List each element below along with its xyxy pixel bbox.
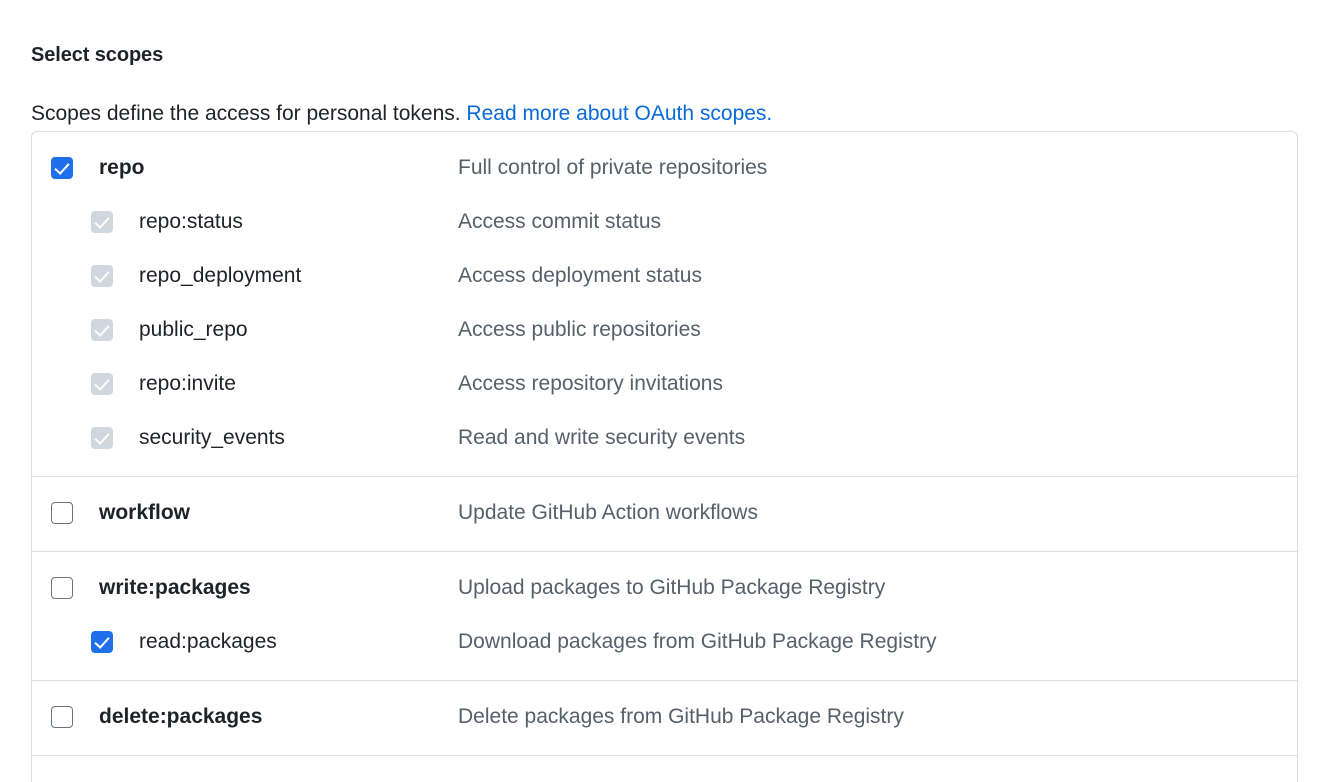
oauth-scopes-doc-link[interactable]: Read more about OAuth scopes. xyxy=(466,102,773,125)
scope-name-label: repo xyxy=(99,156,145,179)
scope-row[interactable]: public_repo Access public repositories xyxy=(32,303,1297,357)
scope-name-label: write:packages xyxy=(99,576,251,599)
scope-row[interactable]: repo Full control of private repositories xyxy=(32,141,1297,195)
scope-name-label: workflow xyxy=(99,501,191,524)
scope-name-label: read:packages xyxy=(139,630,277,653)
scope-description: Read and write security events xyxy=(458,426,746,449)
page-description-text: Scopes define the access for personal to… xyxy=(31,102,467,125)
page-title: Select scopes xyxy=(31,43,164,66)
scope-row[interactable]: repo_deployment Access deployment status xyxy=(32,249,1297,303)
scope-description: Update GitHub Action workflows xyxy=(458,501,758,524)
scope-name-label: security_events xyxy=(139,426,285,449)
scope-description: Full control of private repositories xyxy=(458,156,768,179)
scope-checkbox-delete:packages[interactable] xyxy=(51,706,73,728)
scope-checkbox-repo:status xyxy=(91,211,113,233)
scope-checkbox-read:packages[interactable] xyxy=(91,631,113,653)
scope-checkbox-write:packages[interactable] xyxy=(51,577,73,599)
scope-description: Access repository invitations xyxy=(458,372,723,395)
scope-row[interactable]: delete:packages Delete packages from GitH… xyxy=(32,690,1297,744)
scope-checkbox-workflow[interactable] xyxy=(51,502,73,524)
scope-description: Upload packages to GitHub Package Regist… xyxy=(458,576,886,599)
scope-row[interactable]: security_events Read and write security e… xyxy=(32,411,1297,465)
scope-description: Access public repositories xyxy=(458,318,701,341)
scope-name-label: repo:status xyxy=(139,210,243,233)
scope-name-label: repo_deployment xyxy=(139,264,302,287)
scope-description: Download packages from GitHub Package Re… xyxy=(458,630,937,653)
scope-row[interactable]: read:packages Download packages from GitH… xyxy=(32,615,1297,669)
scope-group: write:packages Upload packages to GitHub … xyxy=(32,552,1297,681)
scope-name-label: delete:packages xyxy=(99,705,263,728)
scope-name-label: repo:invite xyxy=(139,372,236,395)
scope-description: Access deployment status xyxy=(458,264,702,287)
scopes-list-container: repo Full control of private repositories… xyxy=(31,131,1298,782)
scope-description: Access commit status xyxy=(458,210,662,233)
scope-name-label: public_repo xyxy=(139,318,248,341)
scope-checkbox-repo:invite xyxy=(91,373,113,395)
scope-group: repo Full control of private repositories… xyxy=(32,132,1297,477)
scope-group: workflow Update GitHub Action workflows xyxy=(32,477,1297,552)
scope-group-partial xyxy=(32,756,1297,776)
scope-row[interactable]: workflow Update GitHub Action workflows xyxy=(32,486,1297,540)
scope-description: Delete packages from GitHub Package Regi… xyxy=(458,705,904,728)
page-description: Scopes define the access for personal to… xyxy=(31,99,772,129)
scope-checkbox-public_repo xyxy=(91,319,113,341)
scope-checkbox-security_events xyxy=(91,427,113,449)
scope-checkbox-repo[interactable] xyxy=(51,157,73,179)
scope-row[interactable]: repo:invite Access repository invitations xyxy=(32,357,1297,411)
scope-row[interactable]: write:packages Upload packages to GitHub … xyxy=(32,561,1297,615)
scope-checkbox-repo_deployment xyxy=(91,265,113,287)
scope-group: delete:packages Delete packages from GitH… xyxy=(32,681,1297,756)
scope-row[interactable]: repo:status Access commit status xyxy=(32,195,1297,249)
